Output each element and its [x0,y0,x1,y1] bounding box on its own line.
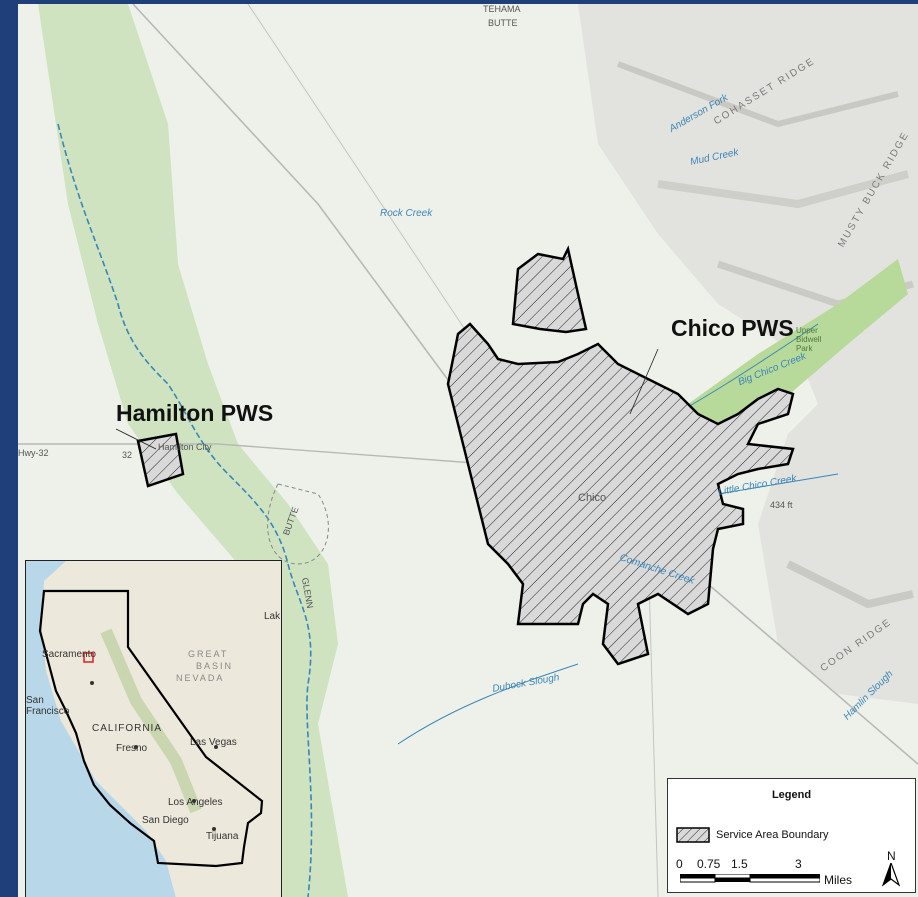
rock-creek-label: Rock Creek [380,208,433,219]
foothills-ridge-1 [616,61,899,128]
butte-county-label: BUTTE [488,18,518,28]
map-legend: Legend Service Area Boundary 0 0.75 1.5 … [667,778,916,893]
chico-leader-line [629,348,659,415]
foothills-ridge-2 [657,170,910,209]
legend-title: Legend [771,789,812,801]
scale-bar [680,874,820,883]
road-south [647,543,659,897]
california-outline[interactable] [38,589,264,868]
hamilton-pws-label: Hamilton PWS [116,400,274,426]
los-angeles-dot [192,799,196,803]
route-32-label: 32 [122,450,133,460]
san-diego-label: San Diego [142,815,189,826]
great-label: GREAT [188,649,229,659]
hamilton-service-area[interactable] [136,432,185,488]
service-area-swatch [676,827,710,843]
san-francisco-label: San Francisco [26,695,70,717]
california-label: CALIFORNIA [92,723,163,734]
sacramento-river [57,123,313,897]
chico-locator-box [83,652,94,663]
north-arrow-icon [882,863,900,887]
foothills-relief [578,4,918,704]
north-label: N [887,849,896,863]
san-diego-dot [212,827,216,831]
sacramento-label: Sacramento [42,649,96,660]
las-vegas-dot [214,745,218,749]
scale-unit: Miles [824,873,853,887]
tehama-county-label: TEHAMA [483,4,521,14]
los-angeles-label: Los Angeles [168,797,223,808]
las-vegas-label: Las Vegas [190,737,237,748]
tijuana-label: Tijuana [206,831,239,842]
fresno-dot [134,745,138,749]
foothills-ridge-4 [786,560,914,609]
sacramento-dot [90,681,94,685]
chico-city-label: Chico [578,492,607,504]
hwy-32-label: Hwy-32 [18,448,49,458]
lake-label: Lak [264,611,281,622]
nevada-label: NEVADA [176,673,225,683]
scale-tick-2: 1.5 [731,857,748,871]
basin-label: BASIN [196,661,234,671]
fresno-label: Fresno [116,743,148,754]
inset-map [26,561,281,897]
scale-tick-0: 0 [676,857,683,871]
hamilton-city-label: Hamilton City [158,442,212,452]
map-frame[interactable]: Chico PWS Hamilton PWS TEHAMA BUTTE Rock… [18,4,918,897]
upper-park-label: Upper Bidwell Park [796,326,822,353]
scale-tick-3: 3 [795,857,802,871]
chico-service-area[interactable] [511,245,588,334]
legend-item-label: Service Area Boundary [716,829,829,841]
scale-tick-1: 0.75 [697,857,721,871]
hamilton-leader-line [115,428,157,450]
california-inset: Sacramento San Francisco CALIFORNIA Fres… [25,560,282,897]
highway-32 [18,443,489,465]
county-boundary [267,483,329,565]
elevation-label: 434 ft [770,500,793,510]
dubock-slough [397,663,579,745]
chico-service-area-main[interactable] [446,322,795,666]
inset-sierra [100,628,202,814]
upper-park-green [688,259,908,434]
chico-pws-label: Chico PWS [671,315,794,341]
